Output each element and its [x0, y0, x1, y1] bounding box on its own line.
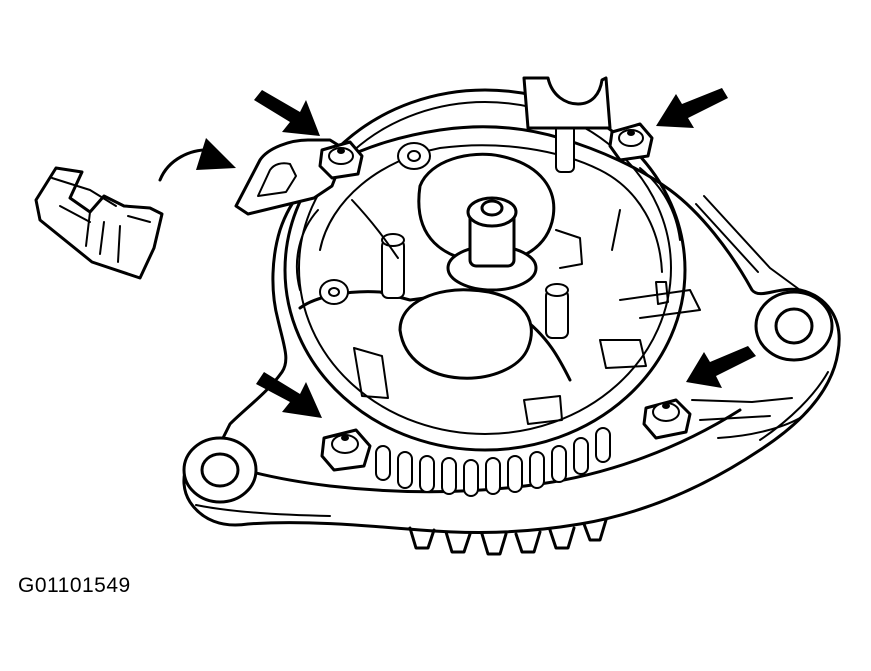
- curved-arrow-connector: [158, 138, 236, 182]
- connector-plug: [34, 166, 164, 280]
- mounting-ear-left: [182, 436, 258, 504]
- arrow-top-left: [254, 90, 320, 136]
- figure-id-label: G01101549: [18, 574, 131, 597]
- cooling-slots: [375, 427, 611, 497]
- terminal-bracket: [234, 138, 348, 216]
- fan-teeth: [408, 518, 608, 556]
- arrow-bottom-right: [686, 346, 756, 388]
- nut-bottom-left: [320, 428, 372, 472]
- arrow-top-right: [656, 88, 728, 128]
- rear-cover-ring: [283, 88, 687, 452]
- nut-top-right: [608, 122, 654, 162]
- mounting-ear-right: [754, 290, 834, 362]
- nut-bottom-right: [642, 398, 692, 440]
- regulator-assembly: [295, 76, 701, 425]
- arrow-bottom-left: [256, 372, 322, 418]
- nut-top-left: [318, 140, 364, 180]
